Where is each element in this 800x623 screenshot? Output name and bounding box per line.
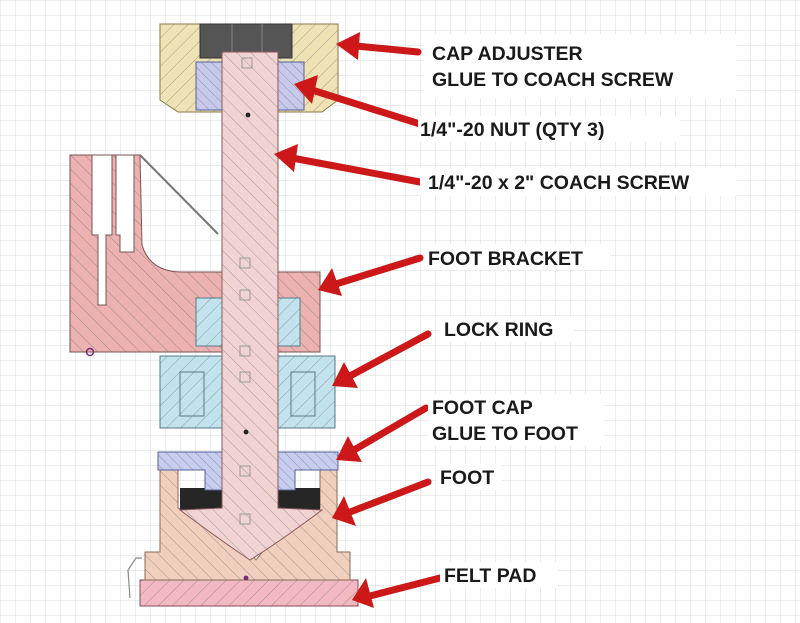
foot-cap xyxy=(157,451,339,491)
label-foot: FOOT xyxy=(440,467,494,489)
arrow-coach-screw xyxy=(274,144,424,186)
label-lock-ring: LOCK RING xyxy=(444,319,553,341)
arrow-foot xyxy=(332,478,432,526)
arrow-nut xyxy=(294,75,424,128)
arrow-foot-bracket xyxy=(318,254,424,296)
leader-arrows xyxy=(274,32,444,608)
label-foot-cap-note: GLUE TO FOOT xyxy=(432,423,578,445)
coach-screw xyxy=(178,51,324,581)
label-foot-bracket: FOOT BRACKET xyxy=(428,248,583,270)
arrow-felt-pad xyxy=(352,574,444,608)
label-coach-screw: 1/4"-20 x 2" COACH SCREW xyxy=(428,172,690,194)
label-cap-adjuster-note: GLUE TO COACH SCREW xyxy=(432,69,674,91)
label-group: CAP ADJUSTER GLUE TO COACH SCREW 1/4"-20… xyxy=(418,34,736,588)
foot-insert xyxy=(180,488,320,510)
arrow-lock-ring xyxy=(332,330,432,388)
label-cap-adjuster: CAP ADJUSTER xyxy=(432,43,583,65)
label-foot-cap: FOOT CAP xyxy=(432,397,533,419)
label-felt-pad: FELT PAD xyxy=(444,565,536,587)
label-nut: 1/4"-20 NUT (QTY 3) xyxy=(420,119,604,141)
arrow-foot-cap xyxy=(336,404,430,462)
felt-pad xyxy=(127,557,359,607)
arrow-cap-adjuster xyxy=(336,32,422,60)
